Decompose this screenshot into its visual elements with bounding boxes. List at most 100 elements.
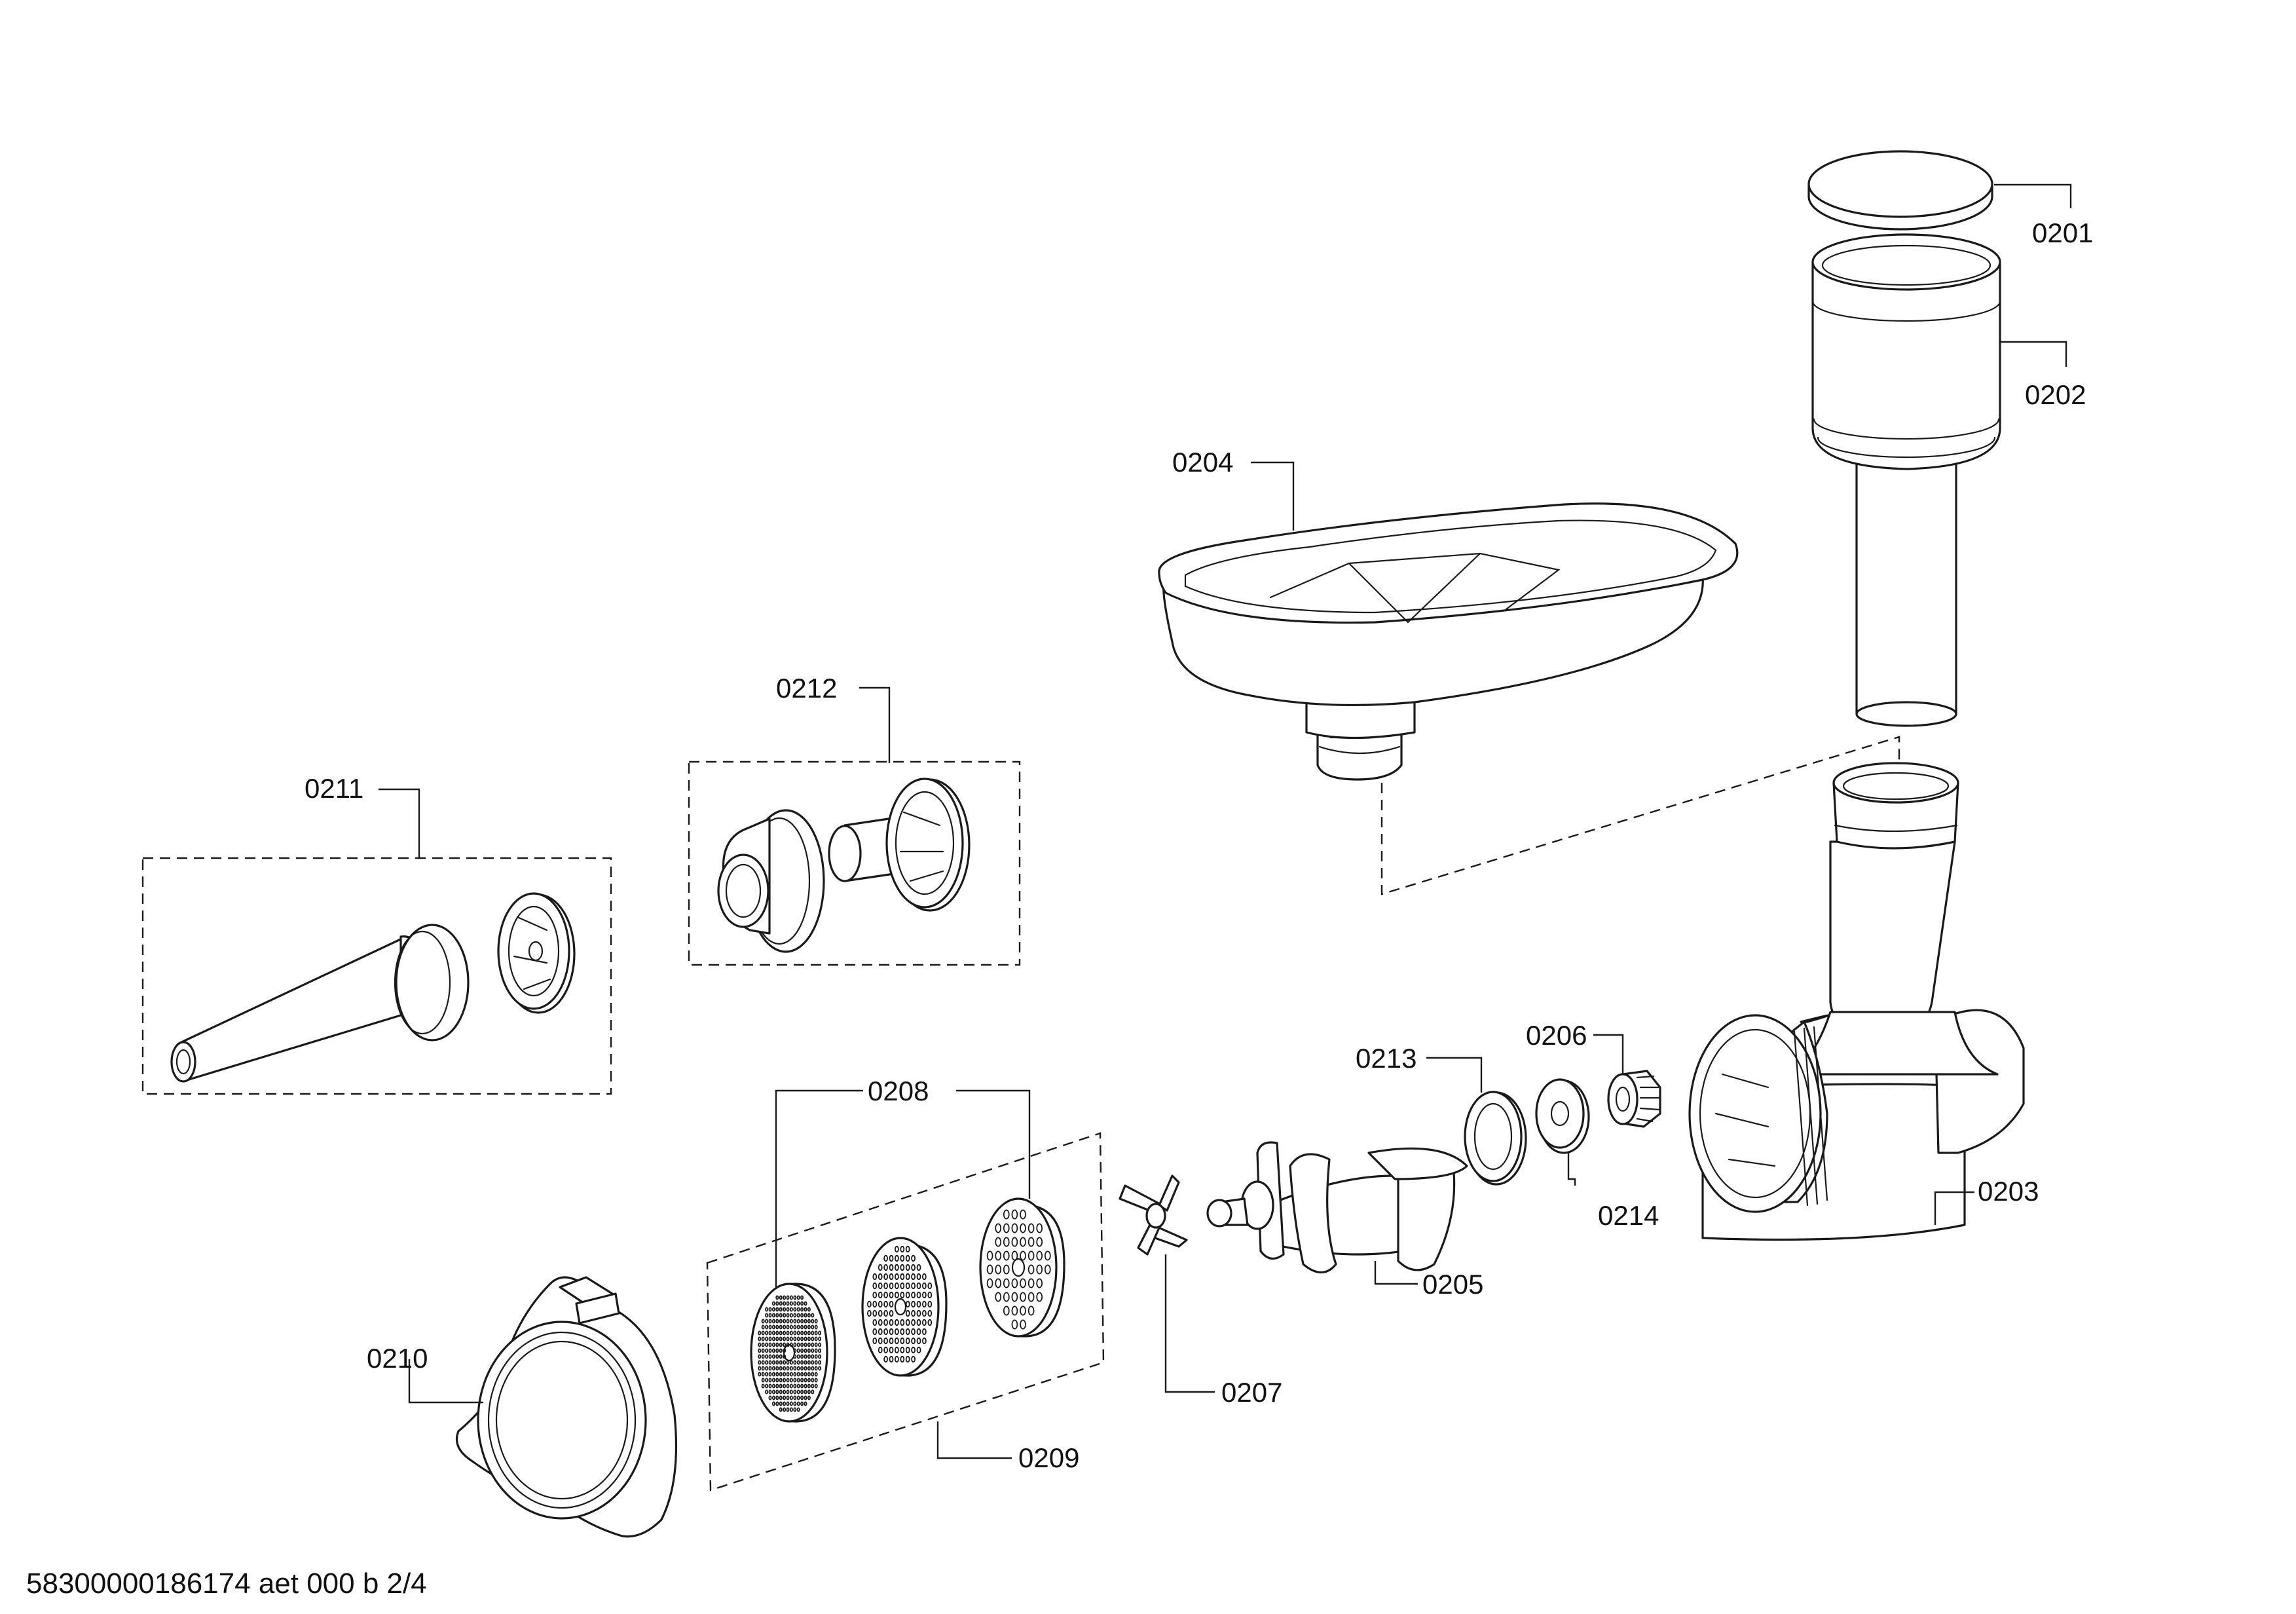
perforation-hole — [811, 1330, 815, 1336]
perforation-hole — [786, 1360, 790, 1365]
perforation-hole — [807, 1319, 811, 1324]
perforation-hole — [783, 1407, 787, 1412]
perforation-hole — [811, 1360, 815, 1365]
perforation-hole — [789, 1342, 793, 1347]
perforation-hole — [789, 1389, 793, 1395]
perforation-hole — [905, 1264, 910, 1271]
perforation-hole — [807, 1389, 811, 1395]
disc-0208-coarse-holes — [986, 1209, 1051, 1330]
part-0213-seal-ring — [1464, 1091, 1527, 1186]
perforation-hole — [768, 1366, 772, 1371]
perforation-hole — [872, 1319, 878, 1326]
perforation-hole — [796, 1324, 800, 1330]
perforation-hole — [889, 1264, 894, 1271]
perforation-hole — [814, 1378, 818, 1383]
perforation-hole — [775, 1295, 779, 1300]
perforation-hole — [768, 1330, 772, 1336]
perforation-hole — [814, 1366, 818, 1371]
perforation-hole — [786, 1336, 790, 1342]
perforation-hole — [804, 1354, 807, 1359]
perforation-hole — [916, 1319, 921, 1326]
perforation-hole — [878, 1309, 883, 1317]
perforation-hole — [900, 1355, 905, 1363]
perforation-hole — [775, 1324, 779, 1330]
perforation-hole — [1044, 1250, 1051, 1261]
perforation-hole — [783, 1360, 787, 1365]
perforation-hole — [771, 1383, 775, 1389]
perforation-hole — [807, 1366, 811, 1371]
perforation-hole — [793, 1324, 797, 1330]
perforation-hole — [775, 1354, 779, 1359]
label-0209: 0209 — [1018, 1442, 1079, 1473]
perforation-hole — [818, 1336, 822, 1342]
perforation-hole — [800, 1313, 804, 1318]
perforation-hole — [804, 1348, 807, 1353]
perforation-hole — [765, 1330, 769, 1336]
perforation-hole — [1028, 1250, 1035, 1261]
perforation-hole — [779, 1389, 783, 1395]
perforation-hole — [811, 1354, 815, 1359]
perforation-hole — [804, 1324, 807, 1330]
perforation-hole — [775, 1313, 779, 1318]
perforation-hole — [807, 1307, 811, 1312]
perforation-hole — [779, 1330, 783, 1336]
perforation-hole — [765, 1383, 769, 1389]
perforation-hole — [793, 1354, 797, 1359]
perforation-hole — [786, 1389, 790, 1395]
group-0211-sausage-attachment — [141, 857, 612, 1095]
perforation-hole — [811, 1342, 815, 1347]
perforation-hole — [789, 1395, 793, 1400]
disc-0209-medium-holes — [867, 1245, 933, 1363]
part-0207-cutting-knife — [1119, 1174, 1188, 1256]
perforation-hole — [889, 1300, 894, 1308]
perforation-hole — [916, 1337, 921, 1345]
perforation-hole — [789, 1378, 793, 1383]
perforation-hole — [786, 1342, 790, 1347]
perforation-hole — [775, 1342, 779, 1347]
perforation-hole — [922, 1337, 927, 1345]
perforation-hole — [758, 1360, 762, 1365]
perforation-hole — [761, 1366, 765, 1371]
perforation-hole — [995, 1264, 1002, 1275]
label-0212: 0212 — [776, 673, 837, 704]
perforation-hole — [900, 1328, 905, 1336]
perforation-hole — [768, 1307, 772, 1312]
perforation-hole — [793, 1360, 797, 1365]
perforation-hole — [1028, 1278, 1035, 1288]
perforation-hole — [889, 1337, 894, 1345]
perforation-hole — [922, 1300, 927, 1308]
perforation-hole — [793, 1378, 797, 1383]
perforation-hole — [768, 1395, 772, 1400]
perforation-hole — [779, 1342, 783, 1347]
perforation-hole — [783, 1301, 787, 1306]
perforation-hole — [783, 1389, 787, 1395]
perforation-hole — [783, 1366, 787, 1371]
perforation-hole — [779, 1336, 783, 1342]
perforation-hole — [771, 1342, 775, 1347]
perforation-hole — [800, 1342, 804, 1347]
perforation-hole — [1020, 1250, 1026, 1261]
perforation-hole — [995, 1237, 1002, 1247]
perforation-hole — [786, 1366, 790, 1371]
perforation-hole — [895, 1273, 899, 1281]
perforation-hole — [771, 1360, 775, 1365]
perforation-hole — [878, 1291, 883, 1299]
perforation-hole — [922, 1282, 927, 1290]
perforation-hole — [779, 1319, 783, 1324]
perforation-hole — [779, 1313, 783, 1318]
perforation-hole — [771, 1372, 775, 1377]
perforation-hole — [872, 1282, 878, 1290]
perforation-hole — [878, 1337, 883, 1345]
perforation-hole — [889, 1273, 894, 1281]
perforation-hole — [796, 1372, 800, 1377]
perforation-hole — [796, 1389, 800, 1395]
perforation-hole — [927, 1319, 933, 1326]
label-0202: 0202 — [2025, 379, 2086, 410]
perforation-hole — [872, 1273, 878, 1281]
perforation-hole — [786, 1383, 790, 1389]
perforation-hole — [807, 1354, 811, 1359]
perforation-hole — [796, 1360, 800, 1365]
perforation-hole — [796, 1336, 800, 1342]
label-0206: 0206 — [1526, 1020, 1587, 1051]
perforation-hole — [995, 1292, 1002, 1302]
